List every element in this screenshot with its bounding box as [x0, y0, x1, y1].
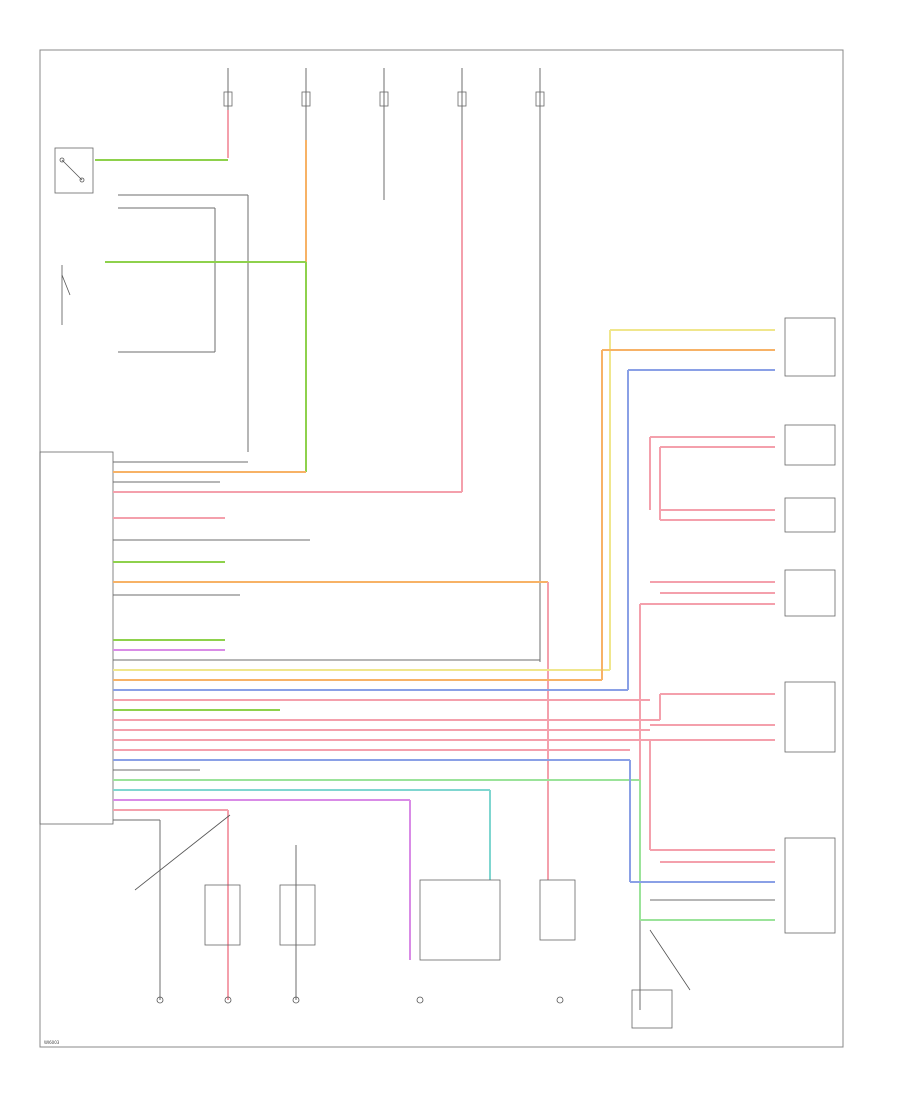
ground-5 — [556, 996, 564, 1004]
control-module-box — [39, 451, 114, 825]
fuse-1 — [223, 91, 233, 107]
fuse-2 — [301, 91, 311, 107]
right-components — [784, 317, 836, 934]
ground-1 — [156, 996, 164, 1004]
fuse-4 — [457, 91, 467, 107]
component-box-top-left — [54, 147, 94, 194]
fuse-5 — [535, 91, 545, 107]
right-component-6 — [784, 837, 836, 934]
ground-4 — [416, 996, 424, 1004]
left-module-wires — [95, 159, 307, 472]
right-component-3 — [784, 497, 836, 533]
bottom-component-2 — [279, 884, 316, 946]
right-trunk — [601, 329, 775, 921]
bottom-verticals — [159, 780, 641, 1010]
fuse-3 — [379, 91, 389, 107]
bottom-component-3 — [419, 879, 501, 961]
ground-2 — [224, 996, 232, 1004]
right-component-4 — [784, 569, 836, 617]
bottom-components — [156, 879, 673, 1029]
right-component-5 — [784, 681, 836, 753]
module-harness — [113, 461, 660, 880]
bottom-component-1 — [204, 884, 241, 946]
right-component-1 — [784, 317, 836, 377]
bottom-component-5 — [631, 989, 673, 1029]
fuse-feeds — [227, 68, 541, 662]
fuse-symbols — [223, 91, 545, 107]
ground-3 — [292, 996, 300, 1004]
footer-id: WI6003 — [44, 1040, 60, 1045]
right-component-2 — [784, 424, 836, 466]
bottom-component-4 — [539, 879, 576, 941]
